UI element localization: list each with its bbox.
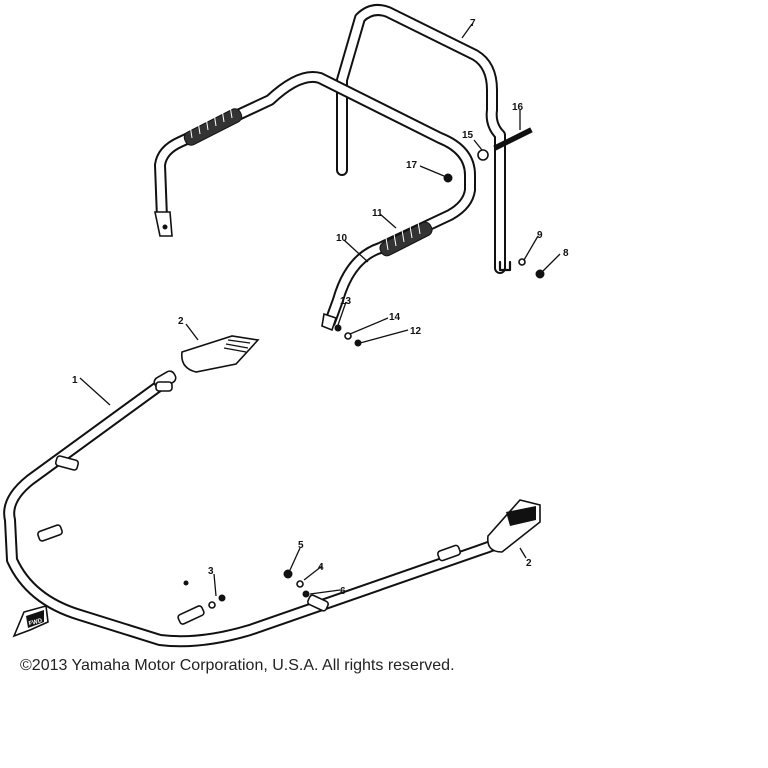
right-mount-tab: [321, 312, 338, 332]
callout-8: 8: [563, 248, 569, 259]
bolt-3b: [218, 594, 226, 602]
bumper-stub-6: [307, 594, 329, 612]
callout-5: 5: [298, 540, 304, 551]
bolt-3a: [183, 580, 189, 586]
nut-6: [302, 590, 310, 598]
fwd-label: FWD: [28, 618, 43, 628]
callout-1: 1: [72, 375, 78, 386]
part-10-grab-bar: [154, 71, 476, 332]
part-2-end-cap-upper: [180, 335, 260, 373]
left-mount-tab: [154, 211, 173, 237]
washer-9: [518, 258, 526, 266]
callouts: 1 2 2 3 4 5 6 7 8 9 10 11 12 13 14 15 16…: [72, 18, 569, 597]
front-direction-marker: FWD: [12, 604, 49, 638]
washer-4: [296, 580, 304, 588]
bolt-16: [493, 127, 533, 151]
callout-13: 13: [340, 296, 352, 307]
washer-14: [344, 332, 352, 340]
left-grip-ridges: [189, 105, 233, 139]
bolt-13: [334, 324, 342, 332]
part-7-rear-bar: [336, 4, 512, 274]
right-grip-ridges: [385, 221, 421, 251]
bumper-stub-4: [37, 524, 63, 542]
left-grip: [183, 108, 243, 146]
callout-17: 17: [406, 160, 418, 171]
bumper-stub-3: [54, 455, 80, 471]
callout-2-lower: 2: [526, 558, 532, 569]
part-1-bumper: [3, 370, 511, 648]
copyright-notice: ©2013 Yamaha Motor Corporation, U.S.A. A…: [20, 657, 455, 674]
callout-6: 6: [340, 586, 346, 597]
bumper-stub-5: [177, 605, 205, 625]
collar-15: [477, 149, 489, 161]
callout-7: 7: [470, 18, 476, 29]
callout-2-upper: 2: [178, 316, 184, 327]
callout-15: 15: [462, 130, 474, 141]
callout-3: 3: [208, 566, 214, 577]
callout-12: 12: [410, 326, 422, 337]
bumper-stub-2: [155, 381, 173, 392]
callout-16: 16: [512, 102, 524, 113]
bolt-5: [283, 569, 293, 579]
callout-4: 4: [318, 562, 324, 573]
callout-10: 10: [336, 233, 348, 244]
callout-11: 11: [372, 208, 383, 219]
bumper-stub-7: [436, 544, 462, 562]
part-2-end-cap-lower: [486, 499, 541, 553]
callout-9: 9: [537, 230, 543, 241]
bolt-17: [443, 173, 453, 183]
washer-3: [208, 601, 216, 609]
leader-lines: [79, 23, 561, 597]
callout-14: 14: [389, 312, 401, 323]
